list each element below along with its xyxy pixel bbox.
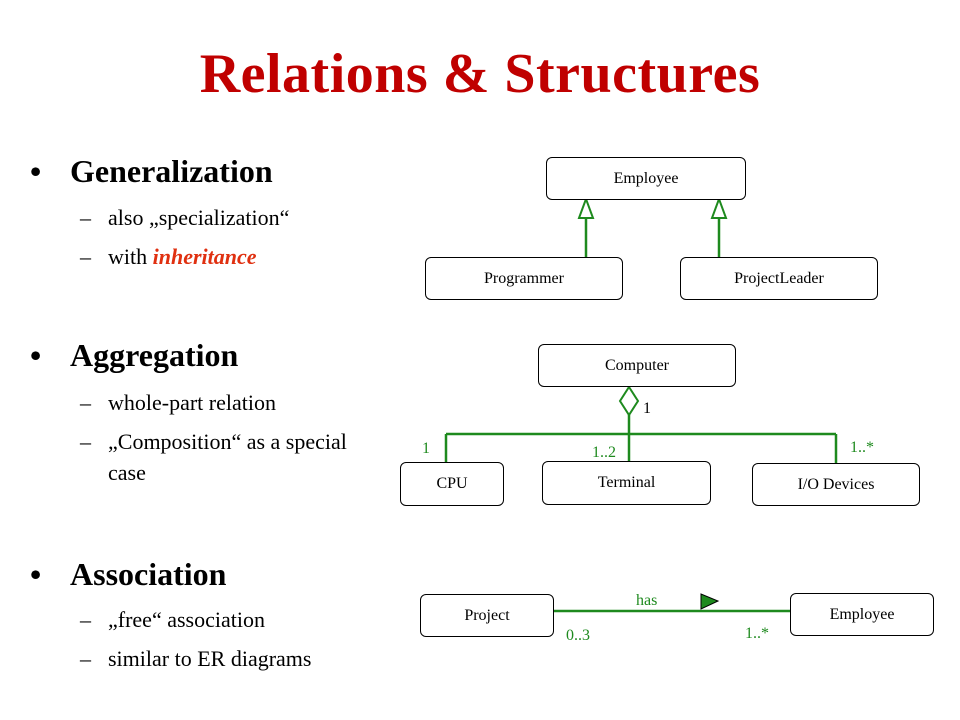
sub-generalization-2: –with inheritance xyxy=(80,241,257,272)
dash: – xyxy=(80,244,91,269)
class-terminal: Terminal xyxy=(542,461,711,505)
class-employee-parent: Employee xyxy=(546,157,746,200)
heading-generalization: Generalization xyxy=(70,153,273,189)
bullet-dot: • xyxy=(30,556,42,592)
association-label: has xyxy=(636,592,658,609)
sub-aggregation-2-cont: case xyxy=(108,460,146,485)
sub-generalization-1: –also „specialization“ xyxy=(80,202,289,233)
multiplicity-cpu: 1 xyxy=(422,440,430,457)
dash: – xyxy=(80,646,91,671)
multiplicity-computer: 1 xyxy=(643,400,651,417)
aggregation-diamond xyxy=(618,385,640,417)
dash: – xyxy=(80,607,91,632)
dash: – xyxy=(80,205,91,230)
sub-association-1: –„free“ association xyxy=(80,604,265,635)
bullet-dot: • xyxy=(30,153,42,189)
bullet-generalization: • Generalization xyxy=(30,153,273,190)
class-programmer: Programmer xyxy=(425,257,623,300)
slide-title: Relations & Structures xyxy=(199,43,761,105)
multiplicity-employee: 1..* xyxy=(745,625,769,642)
class-io-devices: I/O Devices xyxy=(752,463,920,506)
inheritance-arrow-projectleader xyxy=(710,196,728,219)
bullet-aggregation: • Aggregation xyxy=(30,337,238,374)
sub-aggregation-2: –„Composition“ as a special xyxy=(80,426,347,457)
bullet-dot: • xyxy=(30,337,42,373)
class-projectleader: ProjectLeader xyxy=(680,257,878,300)
dash: – xyxy=(80,429,91,454)
inheritance-emphasis: inheritance xyxy=(152,244,257,269)
heading-aggregation: Aggregation xyxy=(70,337,239,373)
multiplicity-terminal: 1..2 xyxy=(592,444,616,461)
heading-association: Association xyxy=(70,556,227,592)
class-employee-assoc: Employee xyxy=(790,593,934,636)
sub-aggregation-1: –whole-part relation xyxy=(80,387,276,418)
class-project: Project xyxy=(420,594,554,637)
class-computer: Computer xyxy=(538,344,736,387)
multiplicity-io-devices: 1..* xyxy=(850,439,874,456)
dash: – xyxy=(80,390,91,415)
association-direction-arrow xyxy=(700,593,720,610)
bullet-association: • Association xyxy=(30,556,226,593)
inheritance-arrow-programmer xyxy=(577,196,595,219)
class-cpu: CPU xyxy=(400,462,504,506)
multiplicity-project: 0..3 xyxy=(566,627,590,644)
sub-association-2: –similar to ER diagrams xyxy=(80,643,311,674)
